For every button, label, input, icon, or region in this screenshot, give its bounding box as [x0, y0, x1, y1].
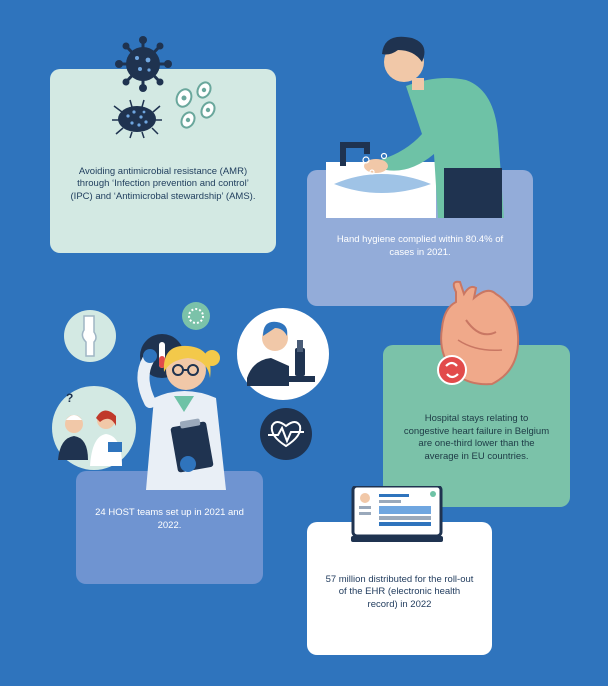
- virus-icon: [115, 36, 172, 92]
- heart-illustration: [437, 280, 520, 386]
- heart-failure-text: Hospital stays relating to congestive he…: [403, 413, 550, 462]
- scientist-illustration: [137, 345, 226, 490]
- cell-badge-icon: [182, 302, 210, 330]
- svg-text:?: ?: [66, 391, 73, 405]
- hand-hygiene-text: Hand hygiene complied within 80.4% of ca…: [336, 234, 504, 258]
- ehr-text: 57 million distributed for the roll-out …: [325, 573, 474, 610]
- heart-badge-icon: [437, 355, 467, 385]
- handwashing-illustration: [326, 36, 504, 218]
- amr-text: Avoiding antimicrobial resistance (AMR) …: [70, 165, 256, 202]
- card-ehr: 57 million distributed for the roll-out …: [307, 522, 492, 655]
- knee-icon: [64, 310, 116, 362]
- doctor-patient-icon: ?: [52, 386, 136, 470]
- host-teams-text: 24 HOST teams set up in 2021 and 2022.: [95, 507, 244, 531]
- laptop-ehr-icon: [351, 486, 443, 542]
- bacteria-icon: [112, 99, 162, 139]
- microscope-icon: [237, 308, 329, 400]
- heartbeat-icon: [260, 408, 312, 460]
- card-amr: Avoiding antimicrobial resistance (AMR) …: [50, 69, 276, 253]
- cells-icon: [175, 81, 216, 129]
